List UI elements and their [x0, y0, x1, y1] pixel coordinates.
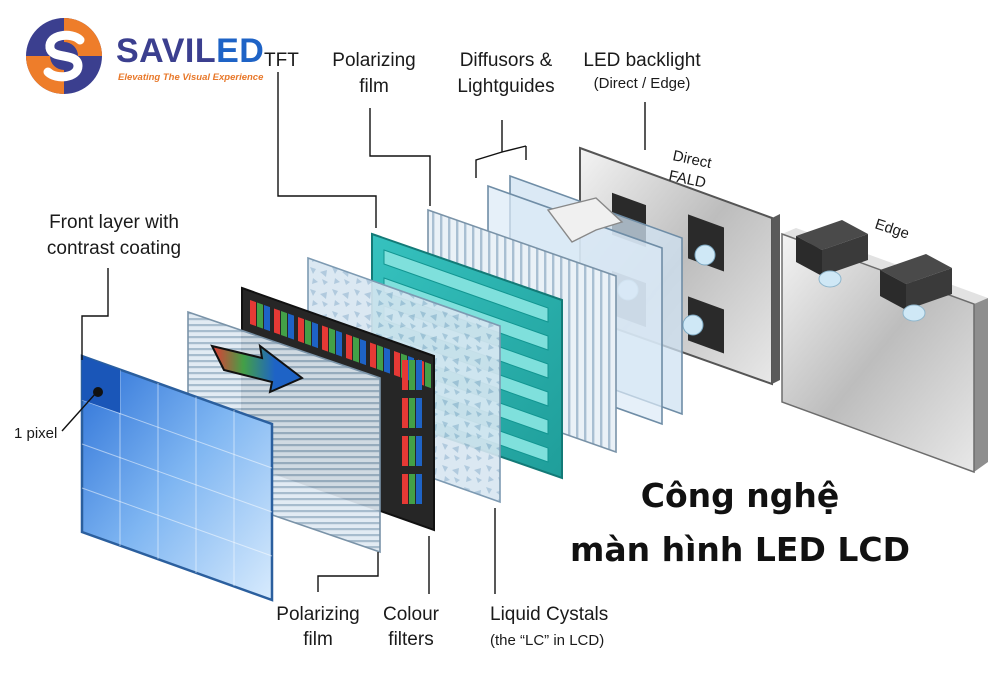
- leader-lines: [61, 72, 646, 594]
- headline-line-1: Công nghệ: [640, 476, 840, 515]
- rgb-light-arrow-icon: [210, 343, 304, 394]
- edge-led-icon: [880, 254, 952, 322]
- label-front-layer: Front layer with: [49, 212, 179, 233]
- brand-logo: SAVILED Elevating The Visual Experience: [22, 14, 282, 98]
- edge-backlight-panel: [781, 220, 988, 474]
- label-pixel: 1 pixel: [14, 425, 57, 442]
- front-contrast-layer: [80, 354, 274, 602]
- label-front-polarizing-2: film: [303, 629, 333, 650]
- label-rear-polarizing: Polarizing: [332, 50, 415, 71]
- label-colour-filters-2: filters: [388, 629, 433, 650]
- brand-name: SAVILED: [116, 32, 265, 70]
- label-liquid-crystals-2: (the “LC” in LCD): [490, 632, 604, 649]
- label-rear-polarizing-2: film: [359, 76, 389, 97]
- label-front-layer-2: contrast coating: [47, 238, 181, 259]
- label-colour-filters: Colour: [383, 604, 440, 625]
- label-lightguides: Lightguides: [457, 76, 554, 97]
- label-front-polarizing: Polarizing: [276, 604, 359, 625]
- label-diffusors: Diffusors &: [460, 50, 553, 71]
- label-edge: Edge: [873, 216, 912, 243]
- brand-tagline: Elevating The Visual Experience: [118, 72, 264, 83]
- edge-led-icon: [796, 220, 868, 288]
- headline-line-2: màn hình LED LCD: [569, 530, 910, 569]
- label-liquid-crystals: Liquid Cystals: [490, 604, 608, 625]
- label-tft: TFT: [264, 50, 299, 71]
- label-led-backlight-2: (Direct / Edge): [594, 75, 691, 92]
- brand-mark-icon: [26, 18, 102, 94]
- label-led-backlight: LED backlight: [583, 50, 701, 71]
